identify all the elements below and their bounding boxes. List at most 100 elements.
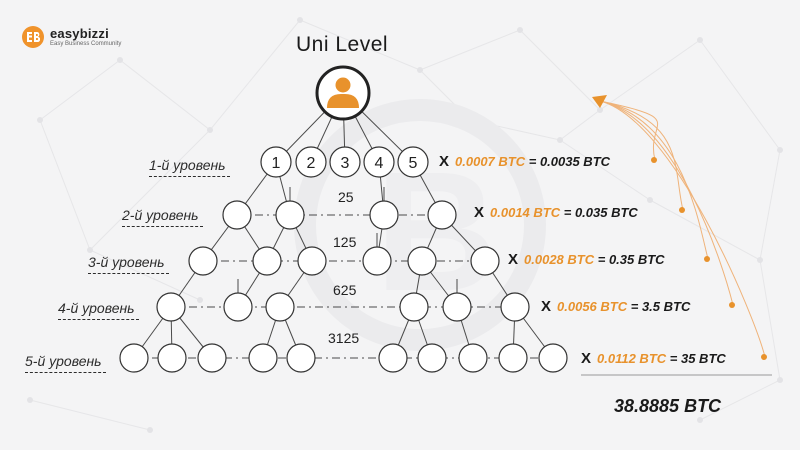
level-5-node (378, 343, 408, 373)
level-4-payout: X 0.0056 BTC = 3.5 BTC (541, 298, 690, 315)
level-5-rate: 0.0112 BTC (597, 351, 667, 366)
curved-arrow-line (599, 100, 766, 358)
network-link (699, 379, 781, 421)
level-1-label: 1-й уровень (149, 157, 230, 177)
network-node (697, 417, 703, 423)
network-link (39, 119, 91, 251)
level-5-node (157, 343, 187, 373)
network-link (89, 129, 211, 251)
level-1-node (397, 146, 429, 178)
level-3-node (252, 246, 282, 276)
level-2-node (369, 200, 399, 230)
network-node (207, 127, 213, 133)
level-2-label: 2-й уровень (122, 207, 203, 227)
brand-logo: easybizzi Easy Business Community (22, 26, 121, 48)
level-4-result: = 3.5 BTC (630, 299, 691, 314)
level-1-node (329, 146, 361, 178)
level-3-node (188, 246, 218, 276)
curved-arrow-line (599, 100, 709, 260)
bitcoin-watermark-icon (294, 99, 546, 351)
level-1-node-label: 5 (409, 155, 418, 172)
level-5-node (498, 343, 528, 373)
network-node (37, 117, 43, 123)
level-5-node (248, 343, 278, 373)
level-3-node (362, 246, 392, 276)
level-4-marker (729, 302, 735, 308)
network-node (777, 377, 783, 383)
level-3-rate: 0.0028 BTC (524, 252, 595, 267)
level-1-marker (651, 157, 657, 163)
root-node (315, 65, 371, 121)
level-3-node (297, 246, 327, 276)
multiply-sign: X (541, 298, 552, 315)
level-5-label: 5-й уровень (25, 353, 106, 373)
person-icon (327, 77, 359, 108)
level-4-rate: 0.0056 BTC (557, 299, 628, 314)
level-2-count: 25 (338, 189, 354, 205)
network-link (299, 19, 421, 71)
network-node (557, 137, 563, 143)
network-node (647, 197, 653, 203)
level-1-node (260, 146, 292, 178)
network-link (519, 29, 601, 111)
curved-arrow-line (599, 100, 734, 306)
network-link (599, 39, 701, 111)
level-3-count: 125 (333, 234, 357, 250)
network-node (697, 37, 703, 43)
eb-logo-icon (22, 26, 44, 48)
network-node (597, 107, 603, 113)
network-node (197, 297, 203, 303)
level-4-label: 4-й уровень (58, 300, 139, 320)
level-2-node (275, 200, 305, 230)
level-4-node (223, 292, 253, 322)
multiply-sign: X (439, 153, 450, 170)
curved-arrow-line (599, 100, 658, 161)
network-node (147, 427, 153, 433)
level-5-node (538, 343, 568, 373)
network-link (209, 19, 301, 131)
level-5-count: 3125 (328, 330, 360, 346)
level-1-result: = 0.0035 BTC (528, 154, 611, 169)
level-3-payout: X 0.0028 BTC = 0.35 BTC (508, 251, 665, 268)
level-4-node (265, 292, 295, 322)
level-2-node (427, 200, 457, 230)
level-5-node (458, 343, 488, 373)
level-2-marker (679, 207, 685, 213)
network-node (297, 17, 303, 23)
level-1-node (295, 146, 327, 178)
level-1-node-label: 2 (307, 155, 316, 172)
level-3-label: 3-й уровень (88, 254, 169, 274)
level-5-node (286, 343, 316, 373)
brand-name: easybizzi (50, 25, 109, 41)
level-4-node (156, 292, 186, 322)
network-link (29, 399, 151, 431)
curved-arrow-line (599, 100, 684, 211)
multiply-sign: X (508, 251, 519, 268)
network-link (759, 149, 781, 261)
network-link (759, 259, 781, 381)
level-4-node (500, 292, 530, 322)
level-5-node (197, 343, 227, 373)
level-5-marker (761, 354, 767, 360)
level-3-result: = 0.35 BTC (597, 252, 665, 267)
level-3-node (407, 246, 437, 276)
level-1-node (363, 146, 395, 178)
level-4-count: 625 (333, 282, 357, 298)
network-node (777, 147, 783, 153)
network-node (757, 257, 763, 263)
level-2-result: = 0.035 BTC (563, 205, 638, 220)
level-1-node-label: 4 (375, 155, 384, 172)
level-5-result: = 35 BTC (669, 351, 726, 366)
network-link (559, 139, 651, 201)
total-earnings: 38.8885 BTC (614, 396, 722, 416)
level-3-marker (704, 256, 710, 262)
network-node (87, 247, 93, 253)
level-4-node (442, 292, 472, 322)
brand-tagline: Easy Business Community (50, 40, 122, 47)
diagram-title: Uni Level (296, 33, 389, 56)
bitcoin-watermark-letter: B (375, 137, 498, 327)
